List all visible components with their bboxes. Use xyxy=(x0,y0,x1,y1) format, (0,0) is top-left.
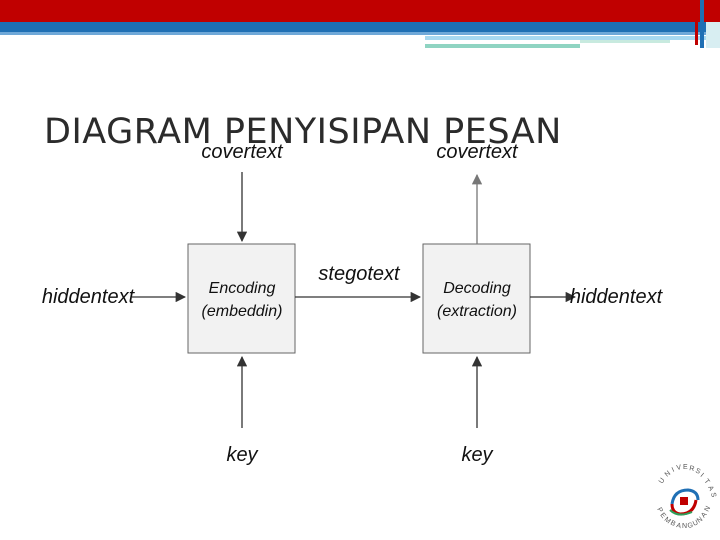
encoding-sublabel: (embeddin) xyxy=(202,303,283,320)
svg-text:A: A xyxy=(675,522,682,530)
svg-text:N: N xyxy=(704,505,713,513)
page-title: DIAGRAM PENYISIPAN PESAN xyxy=(44,112,562,152)
svg-text:A: A xyxy=(700,511,709,519)
svg-text:I: I xyxy=(699,472,705,479)
decoding-box xyxy=(422,243,531,354)
key-right-label: key xyxy=(461,444,493,466)
svg-text:R: R xyxy=(689,465,695,473)
encoding-box xyxy=(187,243,296,354)
svg-text:I: I xyxy=(671,467,676,474)
svg-text:V: V xyxy=(676,464,682,472)
svg-text:N: N xyxy=(664,470,672,479)
svg-text:M: M xyxy=(663,516,672,525)
hiddentext-input-label: hiddentext xyxy=(42,286,136,308)
svg-text:B: B xyxy=(669,520,677,529)
svg-text:N: N xyxy=(696,516,704,525)
stegotext-label: stegotext xyxy=(318,263,401,285)
svg-text:G: G xyxy=(687,522,694,530)
svg-text:U: U xyxy=(658,477,667,485)
svg-text:A: A xyxy=(706,485,714,492)
key-left-label: key xyxy=(226,444,258,466)
svg-text:E: E xyxy=(658,512,667,520)
svg-text:T: T xyxy=(702,478,711,486)
svg-text:S: S xyxy=(694,467,701,475)
svg-text:U: U xyxy=(692,519,700,527)
university-logo: U N I V E R S I T A S P E M B A N G U N … xyxy=(653,464,717,531)
svg-text:N: N xyxy=(682,523,687,530)
encoding-label: Encoding xyxy=(209,280,276,297)
decoding-label: Decoding xyxy=(443,280,511,297)
svg-text:E: E xyxy=(683,464,688,471)
svg-text:S: S xyxy=(709,492,717,498)
hiddentext-output-label: hiddentext xyxy=(570,286,664,308)
decoding-sublabel: (extraction) xyxy=(437,303,517,320)
covertext-output-label: covertext xyxy=(436,141,519,163)
svg-text:P: P xyxy=(655,507,664,515)
header-decoration xyxy=(0,0,720,48)
covertext-input-label: covertext xyxy=(201,141,284,163)
